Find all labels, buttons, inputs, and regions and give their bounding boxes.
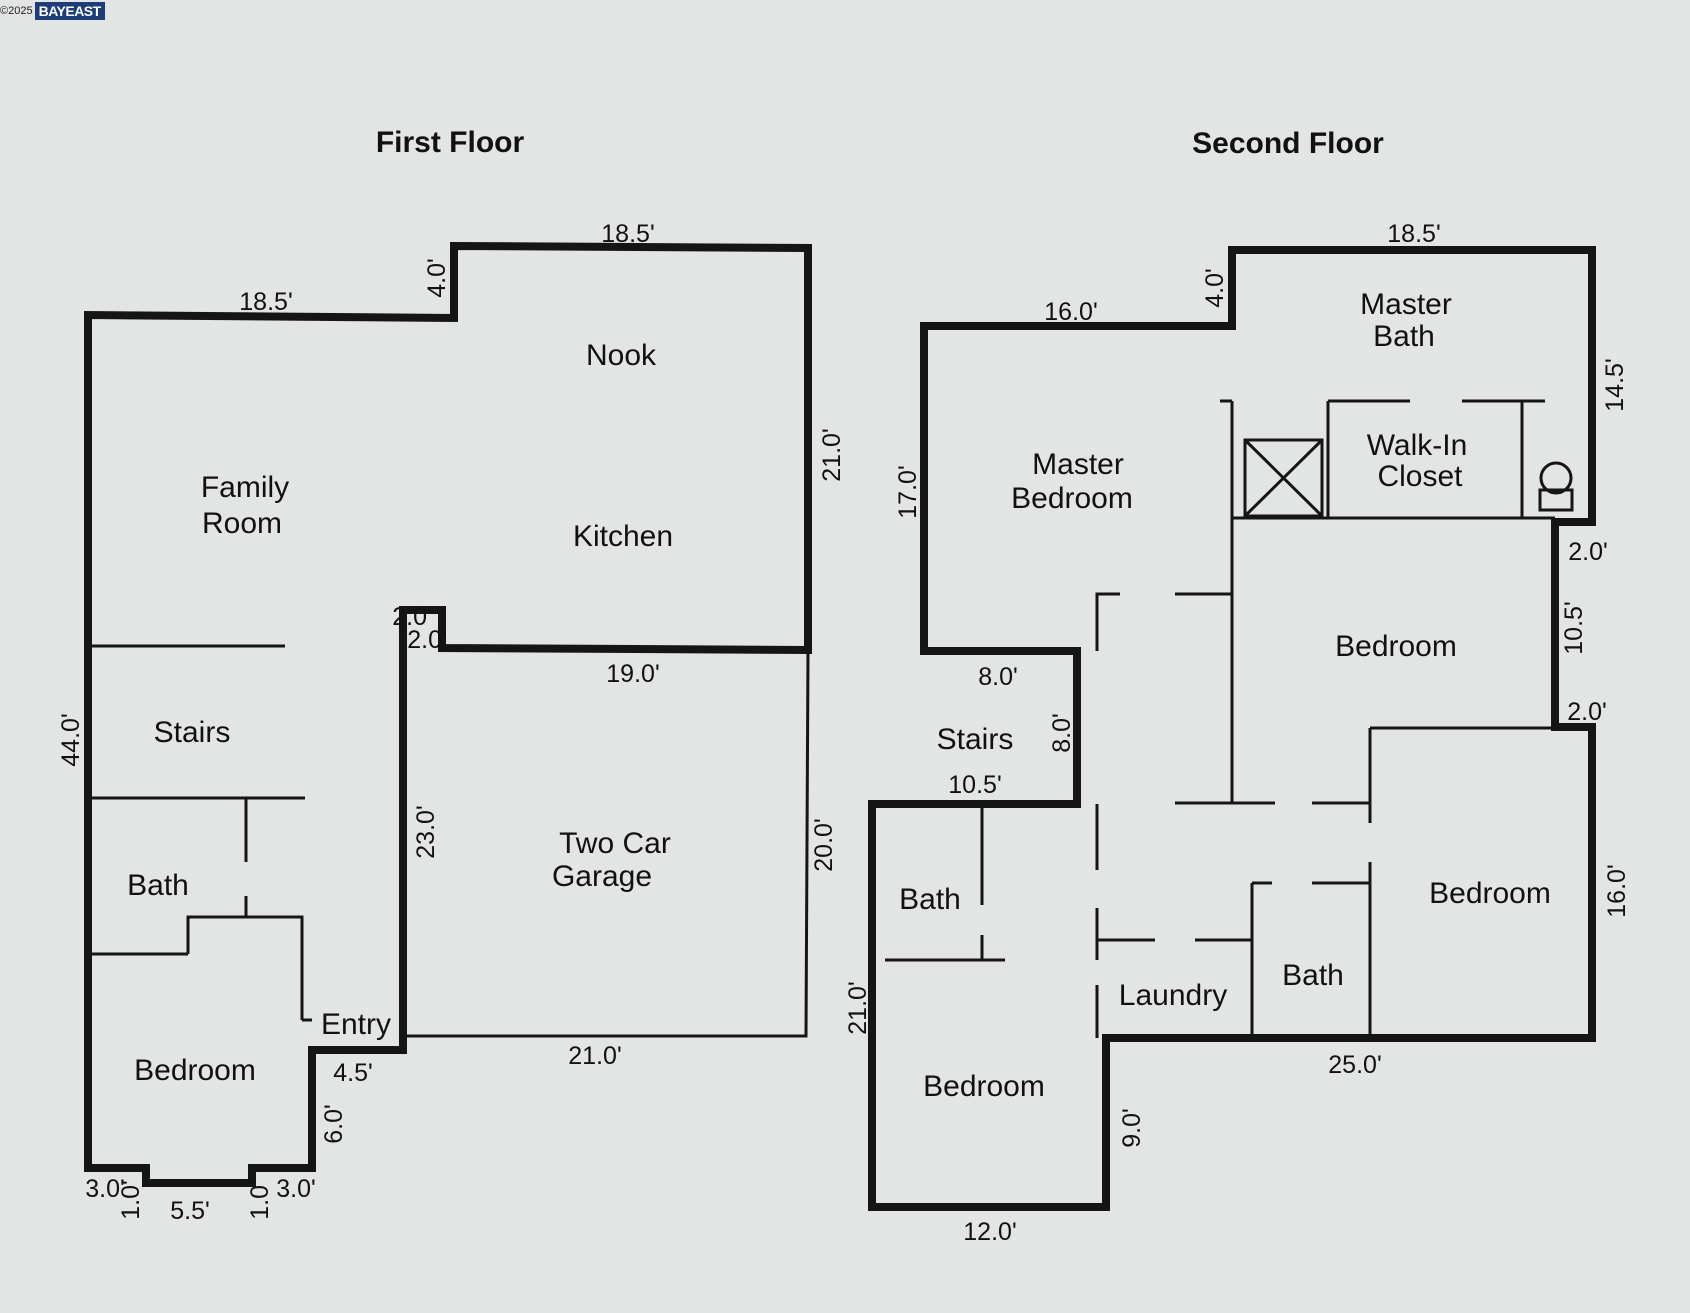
dim2-bottom-main: 25.0' — [1328, 1051, 1381, 1079]
room-stairs-2: Stairs — [937, 723, 1014, 756]
room-master-bath-line2: Bath — [1373, 320, 1435, 353]
room-garage-line1: Two Car — [559, 827, 671, 860]
dim-garage-top: 19.0' — [606, 660, 659, 688]
second-floor-title: Second Floor — [1192, 127, 1384, 160]
bayeast-logo: BAYEAST — [34, 2, 105, 20]
first-floor-interior-walls — [92, 644, 312, 1022]
room-closet-line2: Closet — [1377, 460, 1463, 493]
dim2-bottom-sw: 12.0' — [963, 1218, 1016, 1246]
dim-top-right: 18.5' — [601, 220, 654, 248]
dim2-stairs-width: 8.0' — [978, 663, 1018, 691]
dim-bay-left: 3.0' — [85, 1175, 125, 1203]
dim2-top-left: 16.0' — [1044, 298, 1097, 326]
dim2-left-lower: 21.0' — [844, 981, 872, 1034]
dim-garage-left: 23.0' — [412, 805, 440, 858]
dim-entry-width: 4.5' — [333, 1059, 373, 1087]
second-floor: Second Floor — [844, 127, 1631, 1246]
watermark-copyright: ©2025 — [0, 5, 33, 17]
room-closet-line1: Walk-In — [1367, 429, 1468, 462]
dim2-jog-top: 2.0' — [1568, 538, 1608, 566]
dim-left: 44.0' — [57, 713, 85, 766]
room-bath-left: Bath — [899, 883, 961, 916]
dim2-left-master: 17.0' — [894, 465, 922, 518]
room-stairs: Stairs — [154, 716, 231, 749]
first-floor: First Floor Family Room Nook Kitchen Sta… — [57, 126, 846, 1225]
room-bedroom-sw: Bedroom — [923, 1070, 1045, 1103]
dim2-step: 4.0' — [1201, 268, 1229, 308]
first-floor-outline — [84, 241, 812, 1187]
dim2-top-right: 18.5' — [1387, 220, 1440, 248]
room-master-bedroom-line2: Bedroom — [1011, 482, 1133, 515]
dim2-right-lower: 16.0' — [1603, 864, 1631, 917]
second-floor-outline — [868, 246, 1596, 1211]
room-bedroom-right: Bedroom — [1335, 630, 1457, 663]
dim-small-a: 2.0' — [392, 603, 432, 631]
dim-kitchen-right: 21.0' — [818, 428, 846, 481]
dim-small-b: 2.0' — [407, 626, 447, 654]
dim-bay-right: 3.0' — [276, 1175, 316, 1203]
dim-garage-bottom: 21.0' — [568, 1042, 621, 1070]
dim-step: 4.0' — [423, 258, 451, 298]
room-bedroom: Bedroom — [134, 1054, 256, 1087]
dim2-right-mid: 10.5' — [1560, 601, 1588, 654]
room-master-bath-line1: Master — [1360, 288, 1452, 321]
dim-top-left: 18.5' — [239, 288, 292, 316]
room-bath-mid: Bath — [1282, 959, 1344, 992]
dim2-stairs-bottom: 10.5' — [948, 771, 1001, 799]
second-floor-interior-walls — [885, 399, 1574, 1038]
room-master-bedroom-line1: Master — [1032, 448, 1124, 481]
room-bath: Bath — [127, 869, 189, 902]
dim-garage-right: 20.0' — [810, 818, 838, 871]
garage-outline — [403, 649, 810, 1038]
watermark: ©2025 BAYEAST — [0, 0, 105, 22]
room-family-room-line1: Family — [201, 471, 289, 504]
dim-bay-width: 5.5' — [170, 1197, 210, 1225]
room-bedroom-se: Bedroom — [1429, 877, 1551, 910]
room-garage-line2: Garage — [552, 860, 652, 893]
dim-bay-depth-right: 1.0' — [246, 1180, 274, 1220]
room-kitchen: Kitchen — [573, 520, 673, 553]
dim2-stairs-height: 8.0' — [1048, 713, 1076, 753]
room-laundry: Laundry — [1119, 979, 1227, 1012]
dim-entry-height: 6.0' — [320, 1104, 348, 1144]
first-floor-title: First Floor — [376, 126, 525, 159]
dim-bay-depth-left: 1.0' — [117, 1180, 145, 1220]
room-entry: Entry — [321, 1008, 391, 1041]
dim2-right-upper: 14.5' — [1601, 358, 1629, 411]
dim2-jog-bottom: 2.0' — [1567, 698, 1607, 726]
room-nook: Nook — [586, 339, 657, 372]
room-family-room-line2: Room — [202, 507, 282, 540]
dim2-drop: 9.0' — [1118, 1108, 1146, 1148]
